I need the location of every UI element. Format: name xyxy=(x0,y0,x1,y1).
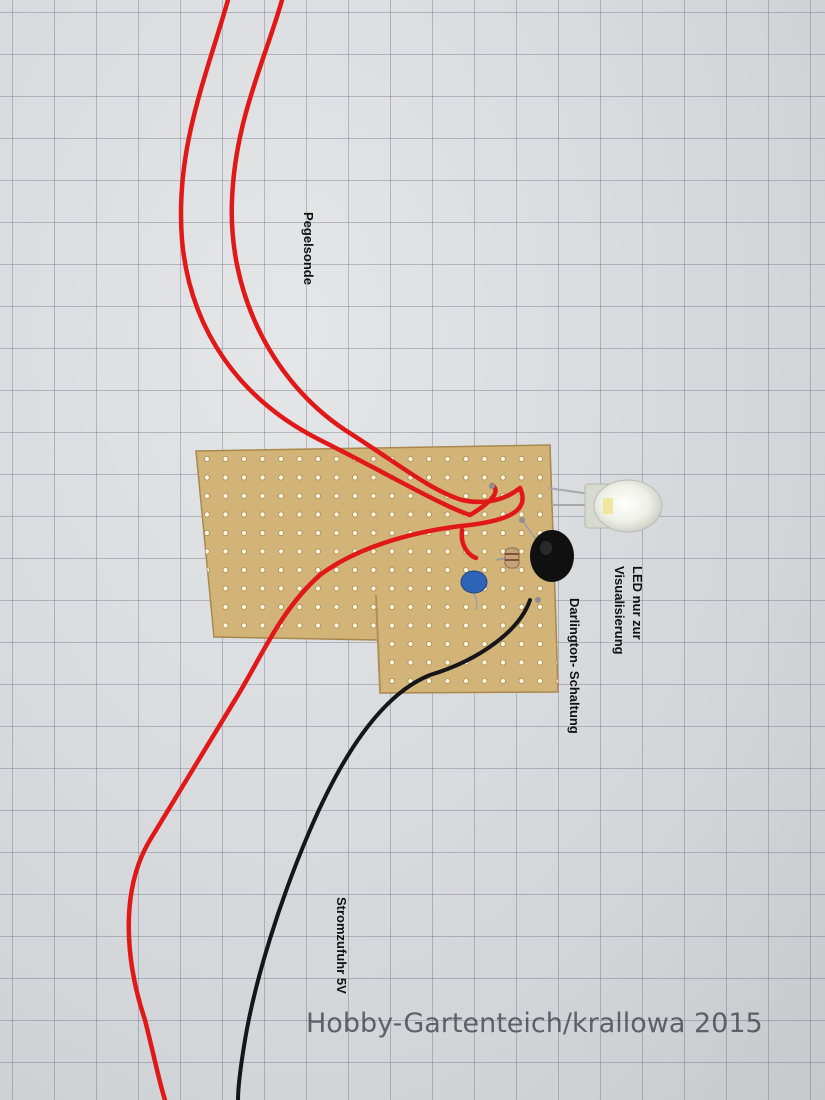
led-label-line1: LED nur zur xyxy=(630,566,645,640)
led-label-line2: Visualisierung xyxy=(612,566,627,655)
darlington-label: Darlington- Schaltung xyxy=(567,598,582,734)
perfboard-pcb xyxy=(195,444,559,694)
watermark: Hobby-Gartenteich/krallowa 2015 xyxy=(306,1008,763,1039)
probe-label: Pegelsonde xyxy=(301,212,316,285)
transistor xyxy=(521,519,574,582)
led xyxy=(547,479,663,533)
power-supply-label: Stromzufuhr 5V xyxy=(334,897,349,994)
black-wire xyxy=(236,598,532,1100)
solder-joints xyxy=(489,483,541,603)
resistor xyxy=(495,547,521,569)
capacitor xyxy=(460,570,488,611)
red-wire xyxy=(126,0,525,1100)
